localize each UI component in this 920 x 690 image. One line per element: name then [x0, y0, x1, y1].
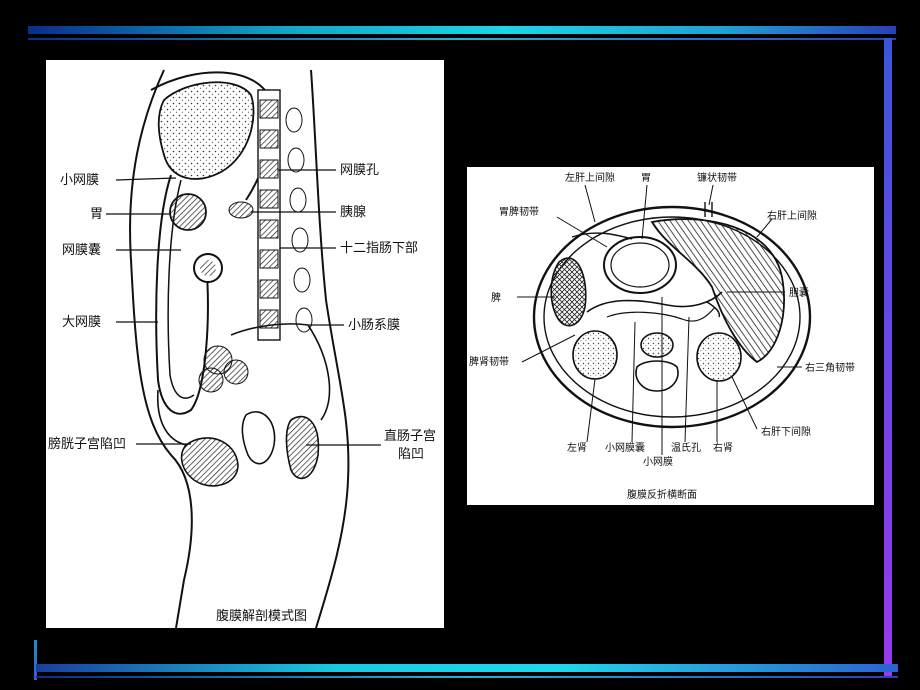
top-accent-bar	[28, 26, 896, 34]
stomach-shape	[169, 193, 207, 231]
top-accent-line	[28, 38, 896, 40]
label-gallbladder: 胆囊	[789, 286, 809, 299]
label-omental-bursa: 网膜囊	[62, 242, 101, 258]
bladder-shape	[180, 437, 239, 487]
left-accent-line	[34, 640, 37, 680]
label-epiploic-foramen: 温氏孔	[671, 442, 701, 454]
label-spleen: 脾	[491, 291, 501, 304]
left-kidney-shape	[572, 330, 618, 380]
right-accent-bar	[884, 38, 892, 678]
label-rectouterine-pouch-2: 陷凹	[398, 447, 424, 462]
body-outline	[532, 205, 812, 429]
right-kidney-shape	[696, 332, 742, 382]
label-lesser-omentum: 小网膜	[643, 456, 673, 468]
transverse-section-figure: 左肝上间隙 胃 镰状韧带 胃脾韧带 右肝上间隙 脾 胆囊 脾肾韧带 右三角韧带 …	[467, 167, 874, 505]
vertebra-shape	[635, 332, 679, 392]
label-omental-foramen: 网膜孔	[340, 163, 379, 178]
posterior-body-wall	[310, 69, 350, 628]
greater-omentum-loop	[155, 174, 209, 415]
anterior-body-wall	[129, 69, 193, 628]
label-splenorenal: 脾肾韧带	[469, 355, 509, 368]
uterus-shape	[241, 411, 276, 465]
rectum-shape	[285, 415, 320, 480]
label-falciform: 镰状韧带	[697, 171, 737, 184]
spleen-shape	[550, 257, 587, 327]
label-vesicouterine-pouch: 膀胱子宫陷凹	[48, 436, 126, 452]
sagittal-diagram: 小网膜 胃 网膜囊 大网膜 膀胱子宫陷凹 网膜孔 胰腺 十二指肠下部 小肠系膜 …	[48, 69, 436, 628]
label-greater-omentum: 大网膜	[62, 315, 101, 330]
figure-caption-left: 腹膜解剖模式图	[216, 608, 307, 624]
label-stomach: 胃	[641, 172, 651, 184]
label-pancreas: 胰腺	[340, 205, 366, 220]
small-intestine-loops	[198, 345, 249, 393]
label-right-subhepatic: 右肝下间隙	[761, 425, 811, 438]
label-left-kidney: 左肾	[567, 441, 587, 454]
label-rectouterine-pouch-1: 直肠子宫	[384, 429, 436, 444]
pancreas-shape	[228, 201, 254, 219]
bottom-accent-bar	[36, 664, 898, 672]
label-left-suprahepatic: 左肝上间隙	[565, 171, 615, 184]
label-lesser-sac: 小网膜囊	[605, 441, 645, 454]
label-stomach: 胃	[90, 207, 103, 222]
label-mesentery: 小肠系膜	[348, 318, 400, 333]
stomach-shape	[603, 236, 677, 294]
label-right-suprahepatic: 右肝上间隙	[767, 209, 817, 222]
sagittal-peritoneum-figure: 小网膜 胃 网膜囊 大网膜 膀胱子宫陷凹 网膜孔 胰腺 十二指肠下部 小肠系膜 …	[46, 60, 444, 628]
transverse-diagram: 左肝上间隙 胃 镰状韧带 胃脾韧带 右肝上间隙 脾 胆囊 脾肾韧带 右三角韧带 …	[469, 171, 855, 501]
liver-shape	[650, 218, 785, 364]
label-right-kidney: 右肾	[713, 441, 733, 454]
figure-caption-right: 腹膜反折横断面	[627, 488, 697, 501]
bottom-accent-line	[36, 676, 898, 678]
label-duodenum: 十二指肠下部	[340, 241, 418, 256]
liver-shape	[157, 81, 255, 180]
vertebral-column	[257, 89, 313, 341]
label-right-triangular: 右三角韧带	[805, 361, 855, 374]
label-gastrosplenic: 胃脾韧带	[499, 205, 539, 218]
label-lesser-omentum: 小网膜	[60, 173, 99, 188]
